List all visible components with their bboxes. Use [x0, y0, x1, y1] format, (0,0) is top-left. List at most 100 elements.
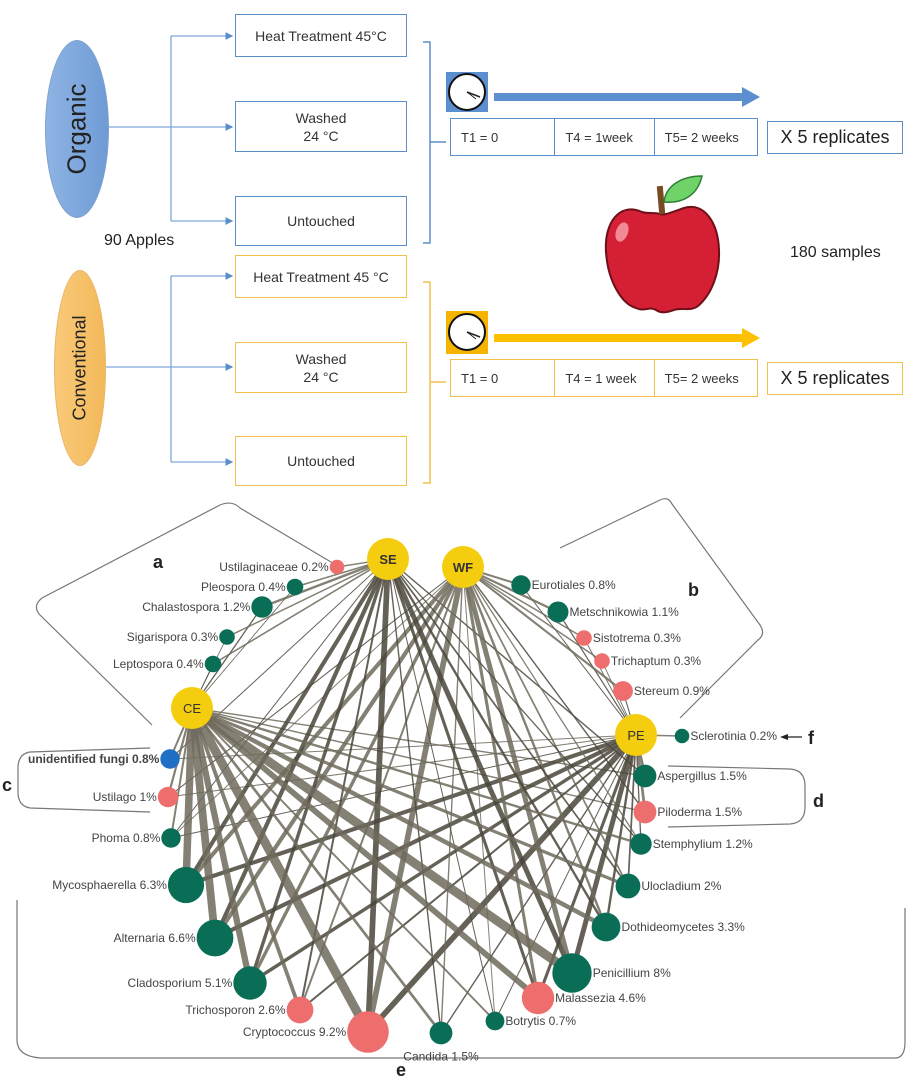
- edge-ce-alternaria: [188, 707, 219, 939]
- edge-se-leptospora: [212, 558, 389, 665]
- fungal-network: Ustilaginaceae 0.2%Pleospora 0.4%Chalast…: [2, 498, 906, 1080]
- edge-se-candida: [387, 558, 442, 1034]
- node-leptospora: [204, 655, 222, 673]
- hub-pe: PE: [615, 714, 657, 756]
- node-label-eurotiales: Eurotiales 0.8%: [532, 578, 616, 592]
- node-eurotiales: [511, 575, 531, 595]
- organic-timeline: T1 = 0 T4 = 1week T5= 2 weeks: [450, 118, 758, 156]
- node-label-metschnikowia: Metschnikowia 1.1%: [569, 605, 679, 619]
- organic-replicates: X 5 replicates: [767, 121, 903, 154]
- edge-wf-stereum: [462, 566, 624, 692]
- timepoint-t5: T5= 2 weeks: [653, 119, 757, 155]
- node-label-pleospora: Pleospora 0.4%: [201, 580, 286, 594]
- node-label-candida: Candida 1.5%: [403, 1049, 479, 1063]
- edge-se-dothideomycetes: [386, 558, 608, 928]
- bracket-e: [16, 900, 906, 1059]
- conventional-ellipse: Conventional: [54, 270, 106, 466]
- bracket-c: [17, 747, 151, 813]
- node-stemphylium: [630, 833, 652, 855]
- node-phoma: [161, 828, 181, 848]
- group-label-e: e: [396, 1060, 406, 1080]
- node-sclerotinia: [674, 728, 690, 744]
- edge-ce-penicillium: [189, 704, 575, 977]
- group-label-a: a: [153, 552, 164, 572]
- edge-pe-malassezia: [536, 734, 638, 999]
- group-brackets: [16, 498, 906, 1059]
- node-label-malassezia: Malassezia 4.6%: [555, 991, 646, 1005]
- edge-wf-stemphylium: [462, 566, 642, 845]
- arrow-conventional: [494, 328, 760, 348]
- edge-pe-metschnikowia: [557, 611, 637, 736]
- node-trichaptum: [594, 653, 610, 669]
- node-label-sigarispora: Sigarispora 0.3%: [127, 630, 219, 644]
- organic-ellipse: Organic: [45, 40, 109, 218]
- timepoint-t4: T4 = 1 week: [554, 360, 653, 396]
- node-metschnikowia: [547, 601, 569, 623]
- edge-se-alternaria: [213, 558, 390, 939]
- node-pleospora: [286, 578, 304, 596]
- group-label-d: d: [813, 791, 824, 811]
- apple-icon: [604, 175, 721, 314]
- edge-wf-malassezia: [461, 566, 540, 999]
- edge-se-ulocladium: [387, 558, 629, 887]
- edge-se-chalastospora: [261, 557, 389, 609]
- organic-branches: [106, 32, 234, 225]
- node-label-phoma: Phoma 0.8%: [92, 831, 161, 845]
- edge-se-malassezia: [386, 558, 540, 999]
- node-label-trichaptum: Trichaptum 0.3%: [611, 654, 702, 668]
- node-label-aspergillus: Aspergillus 1.5%: [657, 769, 747, 783]
- hub-label-ce: CE: [183, 701, 201, 716]
- node-label-stemphylium: Stemphylium 1.2%: [653, 837, 753, 851]
- edge-ce-pleospora: [191, 586, 296, 709]
- group-label-b: b: [688, 580, 699, 600]
- node-sigarispora: [219, 629, 235, 645]
- edge-wf-sistotrema: [462, 566, 585, 639]
- node-label-dothideomycetes: Dothideomycetes 3.3%: [621, 920, 745, 934]
- edge-se-stemphylium: [387, 558, 642, 845]
- node-label-ustilago: Ustilago 1%: [93, 790, 157, 804]
- organic-label: Organic: [61, 83, 92, 175]
- hub-label-wf: WF: [453, 560, 473, 575]
- edge-pe-alternaria: [214, 733, 637, 940]
- bracket-d: [667, 765, 806, 828]
- timepoint-t5: T5= 2 weeks: [653, 360, 757, 396]
- organic-washed-box: Washed 24 °C: [235, 101, 407, 152]
- node-sistotrema: [576, 630, 592, 646]
- edge-pe-cryptococcus: [365, 733, 639, 1034]
- node-label-stereum: Stereum 0.9%: [634, 684, 710, 698]
- node-label-cryptococcus: Cryptococcus 9.2%: [243, 1025, 347, 1039]
- edge-se-cladosporium: [248, 558, 390, 984]
- edge-pe-eurotiales: [520, 584, 637, 736]
- organic-untouched-box: Untouched: [235, 196, 407, 246]
- bracket-a: [35, 502, 337, 726]
- group-labels: a b c d e f: [2, 552, 824, 1080]
- timepoint-t4: T4 = 1week: [554, 119, 653, 155]
- apples-count-label: 90 Apples: [104, 232, 175, 249]
- hub-wf: WF: [442, 546, 484, 588]
- node-penicillium: [552, 953, 592, 993]
- conventional-replicates: X 5 replicates: [767, 362, 903, 395]
- hub-node-ce: [171, 687, 213, 729]
- edge-se-cryptococcus: [365, 558, 391, 1033]
- edge-se-penicillium: [385, 557, 575, 975]
- group-label-f: f: [808, 728, 815, 748]
- node-dothideomycetes: [591, 912, 621, 942]
- organic-bracket: [423, 41, 446, 244]
- node-ustilaginaceae: [329, 559, 345, 575]
- edge-se-aspergillus: [387, 558, 646, 777]
- edge-ce-trichosporon: [190, 707, 302, 1011]
- node-label-chalastospora: Chalastospora 1.2%: [142, 600, 250, 614]
- node-alternaria: [196, 919, 234, 957]
- organic-clock-icon: [446, 72, 488, 112]
- node-cladosporium: [233, 966, 267, 1000]
- edge-ce-mycosphaerella: [182, 707, 196, 886]
- arrow-organic: [494, 87, 760, 107]
- conventional-bracket: [423, 281, 446, 484]
- bracket-b: [559, 498, 764, 719]
- edge-wf-candida: [440, 566, 464, 1034]
- edge-ce-piloderma: [191, 707, 646, 813]
- conventional-timeline: T1 = 0 T4 = 1 week T5= 2 weeks: [450, 359, 758, 397]
- hub-label-se: SE: [379, 552, 397, 567]
- node-candida: [429, 1021, 453, 1045]
- edge-ce-malassezia: [190, 705, 540, 1001]
